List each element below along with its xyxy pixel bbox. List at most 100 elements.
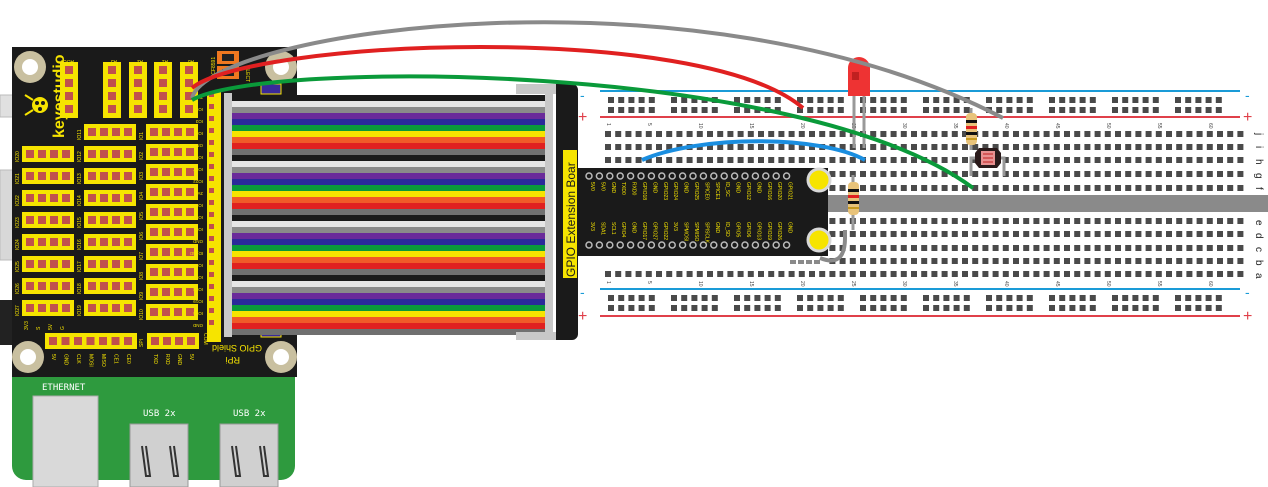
rail-hole[interactable] [1215, 305, 1222, 311]
breadboard-hole[interactable] [1166, 157, 1172, 163]
header-pin[interactable] [174, 128, 182, 136]
breadboard-hole[interactable] [717, 157, 724, 163]
rail-hole[interactable] [860, 295, 866, 301]
breadboard-hole[interactable] [982, 131, 989, 137]
breadboard-hole[interactable] [1023, 218, 1030, 224]
header-pin[interactable] [62, 282, 70, 290]
breadboard-hole[interactable] [1002, 131, 1009, 137]
breadboard-hole[interactable] [951, 271, 958, 277]
breadboard-hole[interactable] [1074, 157, 1081, 163]
breadboard-hole[interactable] [1155, 171, 1162, 177]
breadboard-hole[interactable] [941, 185, 948, 191]
breadboard-hole[interactable] [1033, 245, 1040, 251]
rail-hole[interactable] [827, 305, 834, 311]
breadboard-hole[interactable] [1094, 231, 1101, 237]
rail-hole[interactable] [648, 295, 655, 301]
breadboard-hole[interactable] [992, 271, 999, 277]
breadboard-hole[interactable] [1217, 131, 1223, 137]
rail-hole[interactable] [774, 97, 781, 103]
breadboard-hole[interactable] [992, 218, 999, 224]
breadboard-hole[interactable] [1104, 271, 1111, 277]
breadboard-hole[interactable] [1237, 157, 1244, 163]
breadboard-hole[interactable] [890, 171, 897, 177]
rail-hole[interactable] [1142, 107, 1149, 113]
breadboard-hole[interactable] [1064, 185, 1070, 191]
header-pin[interactable] [99, 337, 107, 345]
rail-hole[interactable] [744, 107, 751, 113]
breadboard-hole[interactable] [921, 144, 928, 150]
breadboard-hole[interactable] [1135, 218, 1142, 224]
header-pin[interactable] [174, 188, 182, 196]
breadboard-hole[interactable] [1094, 258, 1101, 264]
header-pin[interactable] [124, 216, 132, 224]
rail-hole[interactable] [628, 107, 635, 113]
header-pin[interactable] [209, 188, 214, 193]
breadboard-hole[interactable] [758, 131, 764, 137]
rail-hole[interactable] [807, 295, 814, 301]
header-pin[interactable] [134, 79, 142, 87]
breadboard-hole[interactable] [1166, 144, 1172, 150]
breadboard-hole[interactable] [1237, 271, 1244, 277]
breadboard-hole[interactable] [1033, 157, 1040, 163]
breadboard-hole[interactable] [1166, 258, 1172, 264]
breadboard-hole[interactable] [1115, 185, 1121, 191]
header-pin[interactable] [88, 150, 96, 158]
rail-hole[interactable] [923, 295, 929, 301]
breadboard-hole[interactable] [1084, 185, 1091, 191]
breadboard-hole[interactable] [1166, 171, 1172, 177]
breadboard-hole[interactable] [605, 271, 611, 277]
breadboard-hole[interactable] [951, 245, 958, 251]
breadboard-hole[interactable] [1084, 271, 1091, 277]
rail-hole[interactable] [734, 97, 740, 103]
extension-pin[interactable] [741, 172, 749, 180]
breadboard-hole[interactable] [870, 171, 877, 177]
rail-hole[interactable] [1205, 295, 1212, 301]
breadboard-hole[interactable] [982, 271, 989, 277]
breadboard-hole[interactable] [890, 258, 897, 264]
breadboard-hole[interactable] [870, 271, 877, 277]
breadboard-hole[interactable] [1176, 185, 1183, 191]
breadboard-hole[interactable] [737, 144, 744, 150]
breadboard-hole[interactable] [931, 245, 938, 251]
breadboard-hole[interactable] [1043, 218, 1050, 224]
breadboard-hole[interactable] [1125, 144, 1132, 150]
breadboard-hole[interactable] [1074, 131, 1081, 137]
breadboard-hole[interactable] [1094, 144, 1101, 150]
breadboard-hole[interactable] [1115, 157, 1121, 163]
breadboard-hole[interactable] [1217, 258, 1223, 264]
breadboard-hole[interactable] [992, 144, 999, 150]
header-pin[interactable] [38, 260, 46, 268]
resistor-1[interactable] [848, 175, 859, 230]
header-pin[interactable] [26, 260, 34, 268]
rail-hole[interactable] [691, 305, 698, 311]
extension-pin[interactable] [762, 241, 770, 249]
breadboard-hole[interactable] [962, 245, 968, 251]
rail-hole[interactable] [900, 305, 907, 311]
breadboard-hole[interactable] [605, 144, 611, 150]
breadboard-hole[interactable] [1023, 157, 1030, 163]
breadboard-hole[interactable] [768, 131, 775, 137]
rail-hole[interactable] [1215, 97, 1222, 103]
rail-hole[interactable] [1205, 97, 1212, 103]
extension-pin[interactable] [689, 241, 697, 249]
breadboard-hole[interactable] [1227, 157, 1234, 163]
breadboard-hole[interactable] [696, 271, 703, 277]
breadboard-hole[interactable] [1033, 218, 1040, 224]
breadboard-hole[interactable] [1033, 171, 1040, 177]
extension-pin[interactable] [751, 172, 760, 180]
breadboard-hole[interactable] [931, 258, 938, 264]
breadboard-hole[interactable] [829, 245, 836, 251]
header-pin[interactable] [100, 194, 108, 202]
rail-hole[interactable] [681, 305, 688, 311]
breadboard-hole[interactable] [1155, 271, 1162, 277]
breadboard-hole[interactable] [666, 157, 673, 163]
rail-hole[interactable] [870, 97, 877, 103]
rail-hole[interactable] [860, 305, 866, 311]
breadboard-hole[interactable] [951, 144, 958, 150]
rail-hole[interactable] [1049, 295, 1055, 301]
header-pin[interactable] [74, 337, 82, 345]
header-pin[interactable] [88, 238, 96, 246]
header-pin[interactable] [108, 92, 116, 100]
rail-hole[interactable] [986, 305, 992, 311]
breadboard-hole[interactable] [1227, 231, 1234, 237]
